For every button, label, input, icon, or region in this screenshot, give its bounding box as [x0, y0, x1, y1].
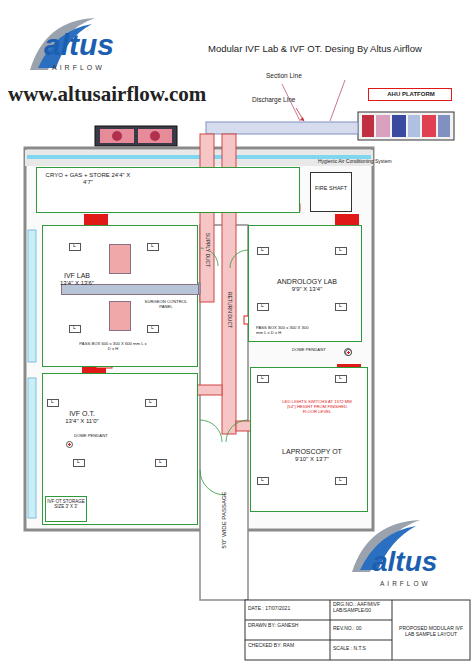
drawing-title: Modular IVF Lab & IVF OT. Desing By Altu…: [208, 44, 422, 55]
room-text: IVF LAB13'4" X 13'6": [47, 272, 107, 287]
text-label: SUPPLY DUCT: [204, 233, 210, 268]
room-name: AHU PLATFORM: [369, 91, 453, 98]
text-label: PASS BOX 300 x 300 X 300 mm L x D x H: [256, 326, 312, 336]
room-name: CRYO + GAS + STORE 24'4" X 4'7": [43, 172, 133, 186]
room-outline: ANDROLOGY LAB9'9" X 13'4": [248, 225, 362, 342]
text-label: Hygienic Air Conditioning System: [318, 159, 392, 165]
room-name: IVF OT STORAGE SIZE 3' X 3': [47, 499, 85, 509]
room-text: AHU PLATFORM: [369, 91, 453, 98]
text-label: Section Line: [266, 72, 302, 79]
room-name: FIRE SHAFT: [313, 185, 349, 191]
light-fixture: [147, 243, 159, 251]
room-size: 9'9" X 13'4": [271, 286, 343, 293]
room-size: 9'10" X 13'7": [275, 456, 349, 463]
dome-pendant: [66, 441, 73, 448]
room-outline: LAPROSCOPY OT9'10" X 13'7": [250, 367, 368, 512]
text-label: SCALE : N.T.S: [333, 646, 391, 652]
workstation: [108, 300, 130, 330]
light-fixture: [335, 247, 347, 255]
room-text: FIRE SHAFT: [313, 185, 349, 191]
text-label: altus: [372, 546, 437, 578]
light-fixture: [73, 459, 85, 467]
workstation: [108, 243, 130, 273]
text-label: DRG.NO.: AAF/MIVF LAB/SAMPLE/00: [333, 602, 391, 614]
room-name: ANDROLOGY LAB: [271, 278, 343, 286]
room-text: IVF OT STORAGE SIZE 3' X 3': [47, 499, 85, 509]
text-label: AIRFLOW: [52, 64, 105, 72]
text-label: Discharge Line: [252, 96, 295, 103]
light-fixture: [257, 247, 269, 255]
text-label: AIRFLOW: [380, 580, 431, 587]
room-outline: IVF O.T.13'4" X 11'0" IVF OT STORAGE SIZE…: [42, 373, 198, 525]
text-label: altus: [44, 28, 114, 63]
text-label: PASS BOX 600 x 300 X 600 mm L x D x H: [78, 342, 148, 352]
text-label: DATE : 17/07/2021: [248, 606, 328, 612]
room-box: FIRE SHAFT: [310, 172, 352, 212]
dome-pendant: [345, 349, 352, 356]
room-name: IVF O.T.: [51, 410, 113, 418]
light-fixture: [335, 303, 347, 311]
light-fixture: [145, 399, 157, 407]
room-box: IVF OT STORAGE SIZE 3' X 3': [45, 496, 87, 522]
text-label: SURGEON CONTROL PANEL: [140, 300, 192, 310]
light-fixture: [257, 477, 269, 485]
light-fixture: [335, 375, 347, 383]
room-name: LAPROSCOPY OT: [275, 448, 349, 456]
room-text: LAPROSCOPY OT9'10" X 13'7": [275, 448, 349, 463]
room-text: ANDROLOGY LAB9'9" X 13'4": [271, 278, 343, 293]
room-size: 13'4" X 11'0": [51, 418, 113, 425]
text-label: LED LIGHTS SWITCHS AT 1372 MM (54") HEIG…: [282, 400, 352, 414]
dome-pendant: [345, 349, 352, 356]
light-fixture: [47, 399, 59, 407]
light-fixture: [147, 325, 159, 333]
light-fixture: [69, 325, 81, 333]
text-label: 5'0" WIDE PASSAGE: [221, 491, 228, 548]
text-label: DOME PENDANT: [74, 434, 108, 439]
light-fixture: [155, 459, 167, 467]
room-text: IVF O.T.13'4" X 11'0": [51, 410, 113, 425]
room-size: 13'4" X 13'6": [47, 280, 107, 287]
light-fixture: [335, 477, 347, 485]
room-name: IVF LAB: [47, 272, 107, 280]
room-text: CRYO + GAS + STORE 24'4" X 4'7": [43, 172, 133, 186]
text-label: REV.NO.: 00: [333, 626, 391, 632]
text-label: www.altusairflow.com: [8, 82, 206, 106]
text-label: DOME PENDANT: [292, 348, 326, 353]
light-fixture: [257, 303, 269, 311]
light-fixture: [257, 375, 269, 383]
text-label: RETURN DUCT: [226, 292, 232, 328]
text-label: DRAWN BY: GANESH: [248, 623, 328, 629]
platform-box: AHU PLATFORM: [368, 88, 452, 101]
text-label: PROPOSED MODULAR IVF LAB SAMPLE LAYOUT: [395, 626, 467, 638]
equipment-block: [109, 244, 131, 274]
text-label: CHECKED BY: RAM: [248, 643, 328, 649]
room-outline: CRYO + GAS + STORE 24'4" X 4'7": [36, 167, 300, 213]
light-fixture: [69, 243, 81, 251]
equipment-block: [109, 301, 131, 331]
